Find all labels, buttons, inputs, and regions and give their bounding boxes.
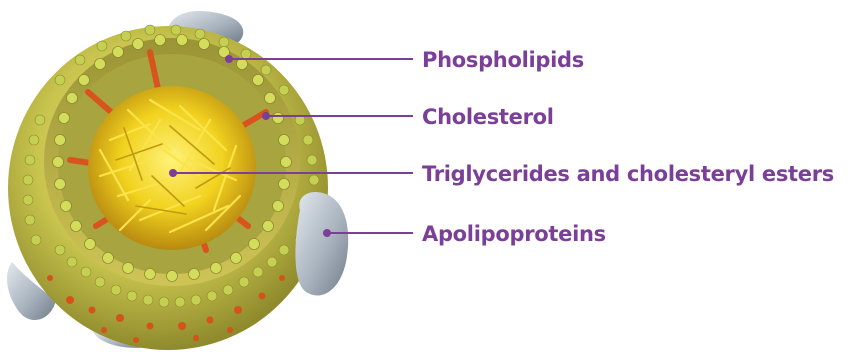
triglycerides-label: Triglycerides and cholesteryl esters xyxy=(422,162,834,186)
phospholipids-label: Phospholipids xyxy=(422,48,584,72)
lipid-core xyxy=(88,86,256,250)
apolipoproteins-label: Apolipoproteins xyxy=(422,222,606,246)
apolipoproteins-leader-dot xyxy=(323,229,331,237)
cholesterol-label: Cholesterol xyxy=(422,105,554,129)
phospholipids-leader-dot xyxy=(225,55,233,63)
triglycerides-leader-dot xyxy=(169,169,177,177)
apolipoprotein-right xyxy=(295,192,348,295)
lipoprotein-particle xyxy=(8,25,328,350)
cholesterol-leader-dot xyxy=(262,112,270,120)
